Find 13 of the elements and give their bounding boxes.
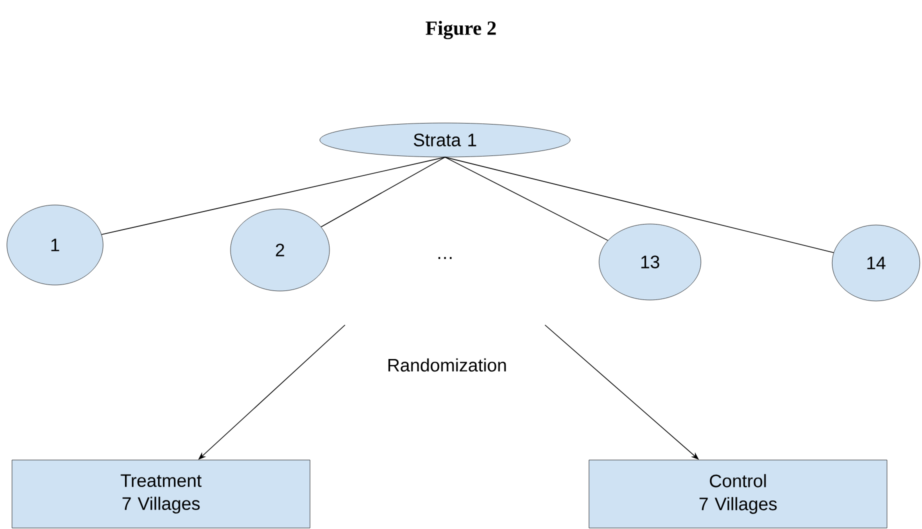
connector-line <box>101 156 446 235</box>
ellipse-node: 1 <box>6 204 104 286</box>
ellipse-node: 2 <box>230 208 330 292</box>
ellipse-node: 13 <box>598 224 702 300</box>
connector-line <box>320 156 446 228</box>
title: Figure 2 <box>426 20 496 40</box>
connector-line <box>444 156 834 253</box>
ellipse-node: 14 <box>832 224 920 302</box>
randomization-label: Randomization <box>388 358 506 372</box>
connector-line <box>444 156 608 241</box>
group-box: Control 7 Villages <box>588 460 888 528</box>
group-box: Treatment 7 Villages <box>12 460 310 528</box>
ellipsis-mark: … <box>438 257 452 259</box>
